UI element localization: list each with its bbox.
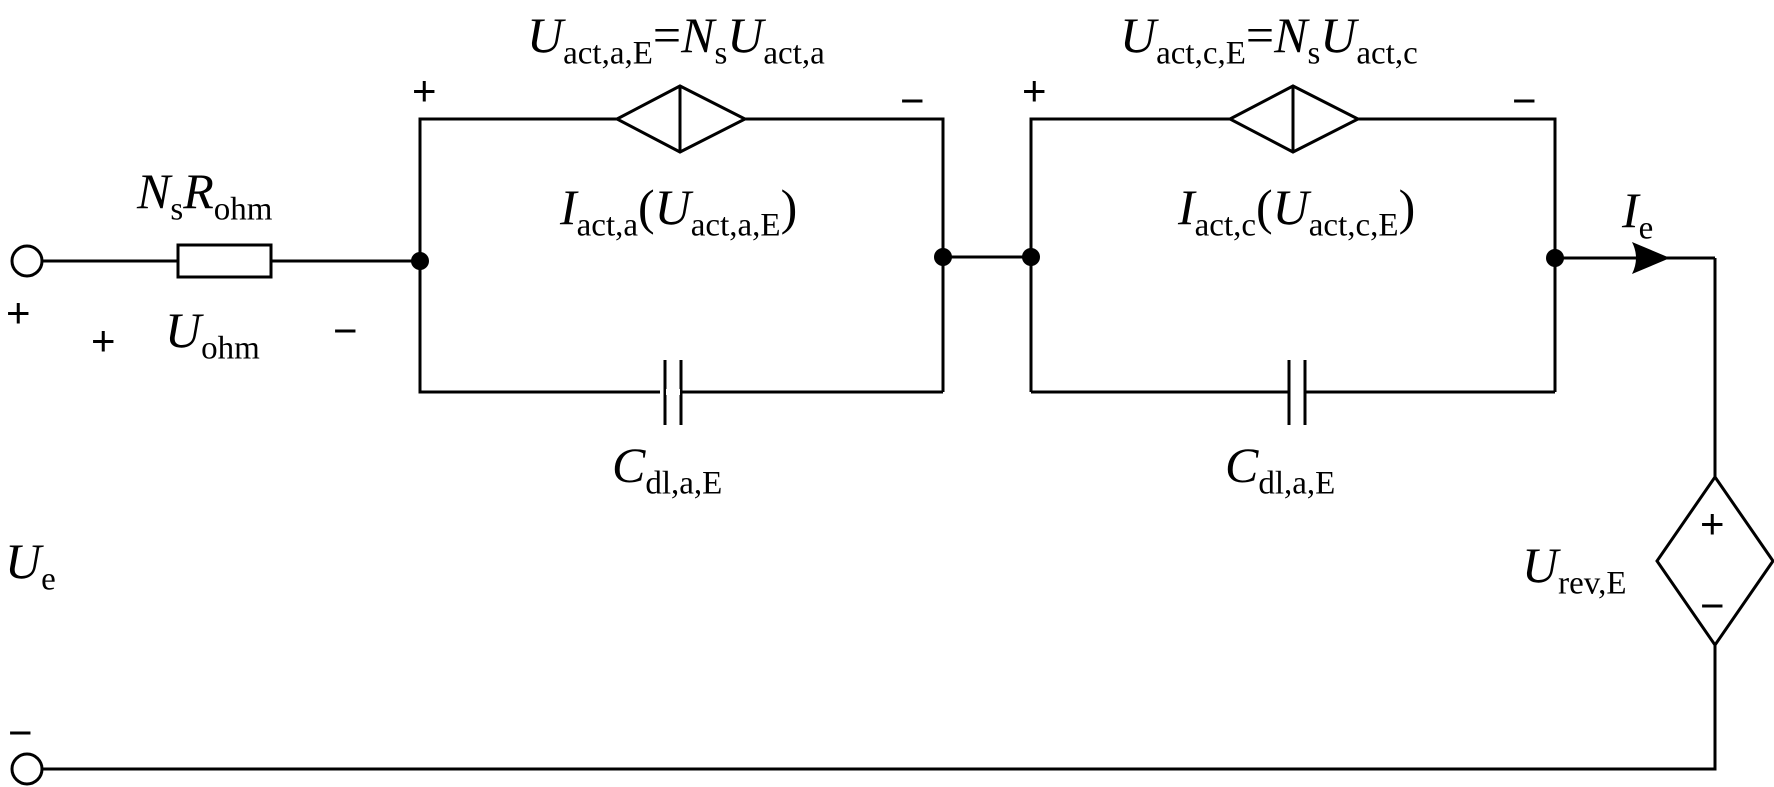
label-sub: s: [1307, 35, 1321, 72]
label-main: U: [654, 179, 691, 235]
label-sub: act,a,E: [690, 207, 781, 244]
reversible-source-label: Urev,E: [1522, 540, 1627, 601]
label-main: U: [527, 7, 564, 63]
terminal-voltage-label: Ue: [5, 536, 56, 597]
label-main: I: [1622, 182, 1639, 238]
label-sub: dl,a,E: [645, 465, 723, 502]
label-main: U: [1120, 7, 1157, 63]
label-main: U: [1522, 537, 1559, 593]
resistor-label: NsRohm: [137, 166, 272, 227]
label-paren: (: [1256, 179, 1273, 235]
ohm-voltage-label: Uohm: [165, 305, 260, 366]
label-eq: =: [1245, 7, 1275, 63]
label-main: U: [5, 533, 42, 589]
label-sub: e: [1638, 210, 1654, 247]
label-sub: ohm: [201, 330, 260, 367]
label-sub: rev,E: [1558, 565, 1627, 602]
label-main: I: [560, 179, 577, 235]
wire-cathode-top-right: [1358, 117, 1557, 392]
cathode-source-label: Uact,c,E=NsUact,c: [1120, 10, 1418, 71]
label-main: R: [183, 163, 214, 219]
label-main: U: [1320, 7, 1357, 63]
label-paren: ): [780, 179, 798, 235]
resistor: [176, 243, 273, 279]
cathode-minus: −: [1512, 77, 1537, 124]
label-sub: act,a: [576, 207, 639, 244]
label-sub: s: [170, 191, 184, 228]
negative-terminal: [10, 752, 44, 786]
output-current-label: Ie: [1622, 185, 1653, 246]
anode-minus: −: [900, 77, 925, 124]
label-sub: act,a,E: [563, 35, 653, 72]
junction-dot: [411, 252, 429, 270]
label-sub: act,c,E: [1156, 35, 1246, 72]
junction-dot: [1546, 249, 1564, 267]
terminal-positive-sign: +: [6, 289, 31, 336]
label-sub: s: [714, 35, 728, 72]
reversible-source-minus: −: [1700, 582, 1725, 629]
label-sub: dl,a,E: [1258, 465, 1336, 502]
label-main: C: [612, 437, 646, 493]
label-sub: act,a: [763, 35, 825, 72]
label-main: U: [1272, 179, 1309, 235]
current-arrow-icon: [1632, 242, 1670, 274]
wire-anode-top-left: [418, 117, 617, 261]
label-main: C: [1225, 437, 1259, 493]
label-main: N: [681, 7, 715, 63]
anode-current-label: Iact,a(Uact,a,E): [560, 182, 797, 243]
label-paren: (: [638, 179, 655, 235]
junction-dot: [934, 248, 952, 266]
label-main: U: [727, 7, 764, 63]
label-main: N: [1274, 7, 1308, 63]
label-main: N: [137, 163, 171, 219]
wire-return-path: [42, 645, 1717, 771]
wire-anode-top-right: [745, 117, 945, 392]
terminal-negative-sign: −: [8, 709, 33, 756]
cathode-current-label: Iact,c(Uact,c,E): [1178, 182, 1415, 243]
anode-source-label: Uact,a,E=NsUact,a: [527, 10, 825, 71]
wire-cathode-top-left: [1029, 117, 1230, 392]
label-sub: act,c,E: [1308, 207, 1399, 244]
reversible-source-plus: +: [1700, 500, 1725, 547]
label-main: U: [165, 302, 202, 358]
anode-capacitor-gap: [666, 389, 680, 395]
ohm-voltage-minus: −: [333, 307, 358, 354]
label-sub: act,c: [1194, 207, 1257, 244]
cathode-capacitor-label: Cdl,a,E: [1225, 440, 1335, 501]
cathode-plus: +: [1022, 67, 1047, 114]
label-sub: e: [41, 561, 56, 598]
ohm-voltage-plus: +: [91, 317, 116, 364]
wire-anode-bottom-left: [418, 261, 631, 394]
junction-dot: [1022, 248, 1040, 266]
anode-plus: +: [412, 67, 437, 114]
anode-capacitor-label: Cdl,a,E: [612, 440, 722, 501]
label-sub: ohm: [213, 191, 273, 228]
label-main: I: [1178, 179, 1195, 235]
label-eq: =: [652, 7, 682, 63]
positive-terminal: [10, 244, 44, 278]
label-paren: ): [1398, 179, 1416, 235]
label-sub: act,c: [1356, 35, 1418, 72]
